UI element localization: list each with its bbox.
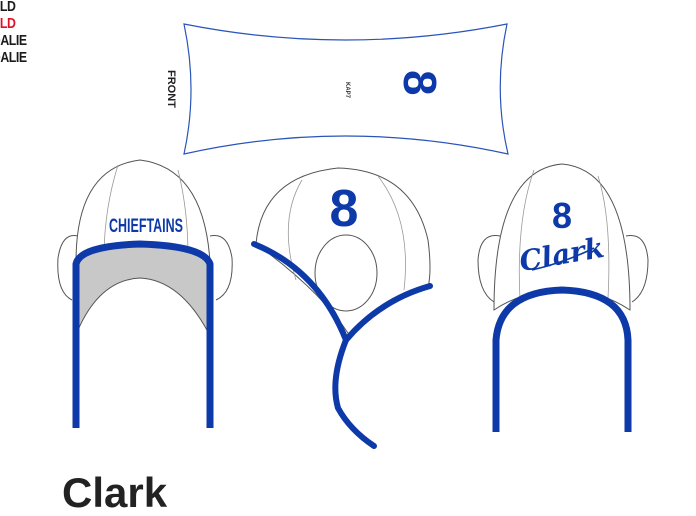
front-cap-lining xyxy=(77,243,209,333)
template-outline xyxy=(183,23,509,155)
legend-item-field-dark: FIELD xyxy=(0,0,16,15)
side-bottom-trim xyxy=(343,283,433,343)
legend-item-field-red: FIELD xyxy=(0,15,16,32)
flat-template: FRONT KAP7 8 xyxy=(165,23,509,155)
front-team-name: CHIEFTAINS xyxy=(109,216,183,237)
front-right-ear xyxy=(209,234,233,301)
cap-front-view: CHIEFTAINS xyxy=(57,159,233,428)
legend-item-goalie-2: GOALIE xyxy=(0,49,27,66)
legend-item-goalie-1: GOALIE xyxy=(0,32,27,49)
back-right-ear xyxy=(625,235,649,303)
back-cap-trim xyxy=(492,286,632,432)
template-brand-mark: KAP7 xyxy=(344,82,350,99)
cap-back-view: 8 Clark xyxy=(477,163,649,432)
cap-design-canvas: FRONT KAP7 8 CHIEFTAINS 8 8 Clark xyxy=(57,23,649,449)
footer-player-name: Clark xyxy=(62,469,168,516)
back-number: 8 xyxy=(552,195,572,236)
side-strap-trim xyxy=(251,241,377,449)
color-legend: FIELD FIELD GOALIE GOALIE xyxy=(0,0,37,66)
template-number: 8 xyxy=(394,70,446,96)
cap-side-view: 8 xyxy=(251,167,433,449)
front-cap-trim xyxy=(72,240,214,428)
side-ear-cup xyxy=(314,234,378,312)
back-name-swash xyxy=(531,247,595,271)
front-cap-shell xyxy=(75,159,211,263)
side-number: 8 xyxy=(330,180,359,238)
template-front-label: FRONT xyxy=(165,70,177,108)
